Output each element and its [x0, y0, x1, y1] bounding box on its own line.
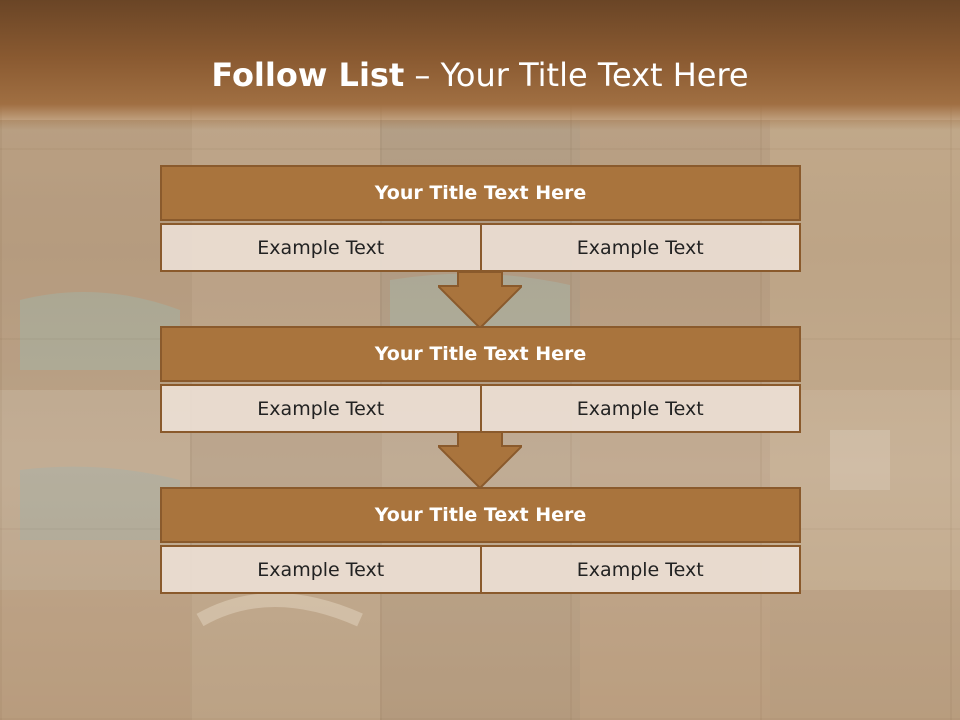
- right-cell: Example Text: [481, 384, 801, 433]
- block-title: Your Title Text Here: [160, 165, 801, 221]
- left-cell: Example Text: [160, 545, 482, 594]
- right-cell: Example Text: [481, 223, 801, 272]
- right-cell: Example Text: [481, 545, 801, 594]
- block-title: Your Title Text Here: [160, 326, 801, 382]
- left-cell: Example Text: [160, 223, 482, 272]
- left-cell: Example Text: [160, 384, 482, 433]
- list-block-1: Your Title Text Here Example Text Exampl…: [160, 165, 801, 272]
- list-block-3: Your Title Text Here Example Text Exampl…: [160, 487, 801, 594]
- page-title: Follow List – Your Title Text Here: [0, 52, 960, 98]
- block-title: Your Title Text Here: [160, 487, 801, 543]
- down-arrow-icon: [438, 272, 522, 328]
- title-bold: Follow List: [211, 56, 405, 94]
- list-block-2: Your Title Text Here Example Text Exampl…: [160, 326, 801, 433]
- header-band: [0, 0, 960, 130]
- title-rest: – Your Title Text Here: [404, 56, 749, 94]
- down-arrow-icon: [438, 432, 522, 488]
